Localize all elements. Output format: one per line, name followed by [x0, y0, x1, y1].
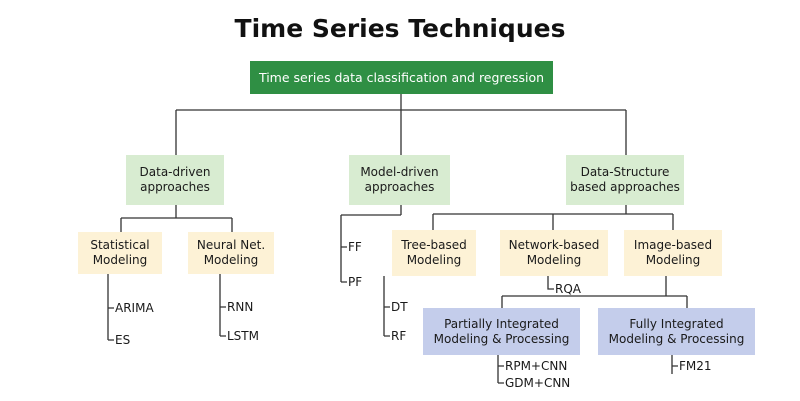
leaf-rpm-cnn: RPM+CNN	[505, 359, 568, 373]
leaf-es: ES	[115, 333, 131, 347]
node-partially-integrated: Partially Integrated Modeling & Processi…	[423, 308, 580, 355]
leaf-arima: ARIMA	[115, 301, 154, 315]
leaf-fm21: FM21	[679, 359, 712, 373]
leaf-rf: RF	[391, 329, 407, 343]
leaf-rnn: RNN	[227, 300, 254, 314]
leaf-dt: DT	[391, 300, 408, 314]
leaf-rqa: RQA	[555, 282, 581, 296]
leaf-pf: PF	[348, 275, 363, 289]
leaf-lstm: LSTM	[227, 329, 259, 343]
node-tree-based-modeling: Tree-based Modeling	[392, 230, 476, 276]
node-data-structure-approaches: Data-Structure based approaches	[566, 155, 684, 205]
leaf-ff: FF	[348, 240, 362, 254]
diagram-title: Time Series Techniques	[234, 14, 566, 43]
node-data-driven-approaches: Data-driven approaches	[126, 155, 224, 205]
node-neural-net-modeling: Neural Net. Modeling	[188, 232, 274, 274]
node-network-based-modeling: Network-based Modeling	[500, 230, 608, 276]
node-model-driven-approaches: Model-driven approaches	[349, 155, 450, 205]
root-node-ts-classification-regression: Time series data classification and regr…	[250, 61, 553, 94]
node-image-based-modeling: Image-based Modeling	[624, 230, 722, 276]
node-statistical-modeling: Statistical Modeling	[78, 232, 162, 274]
leaf-gdm-cnn: GDM+CNN	[505, 376, 571, 390]
node-fully-integrated: Fully Integrated Modeling & Processing	[598, 308, 755, 355]
